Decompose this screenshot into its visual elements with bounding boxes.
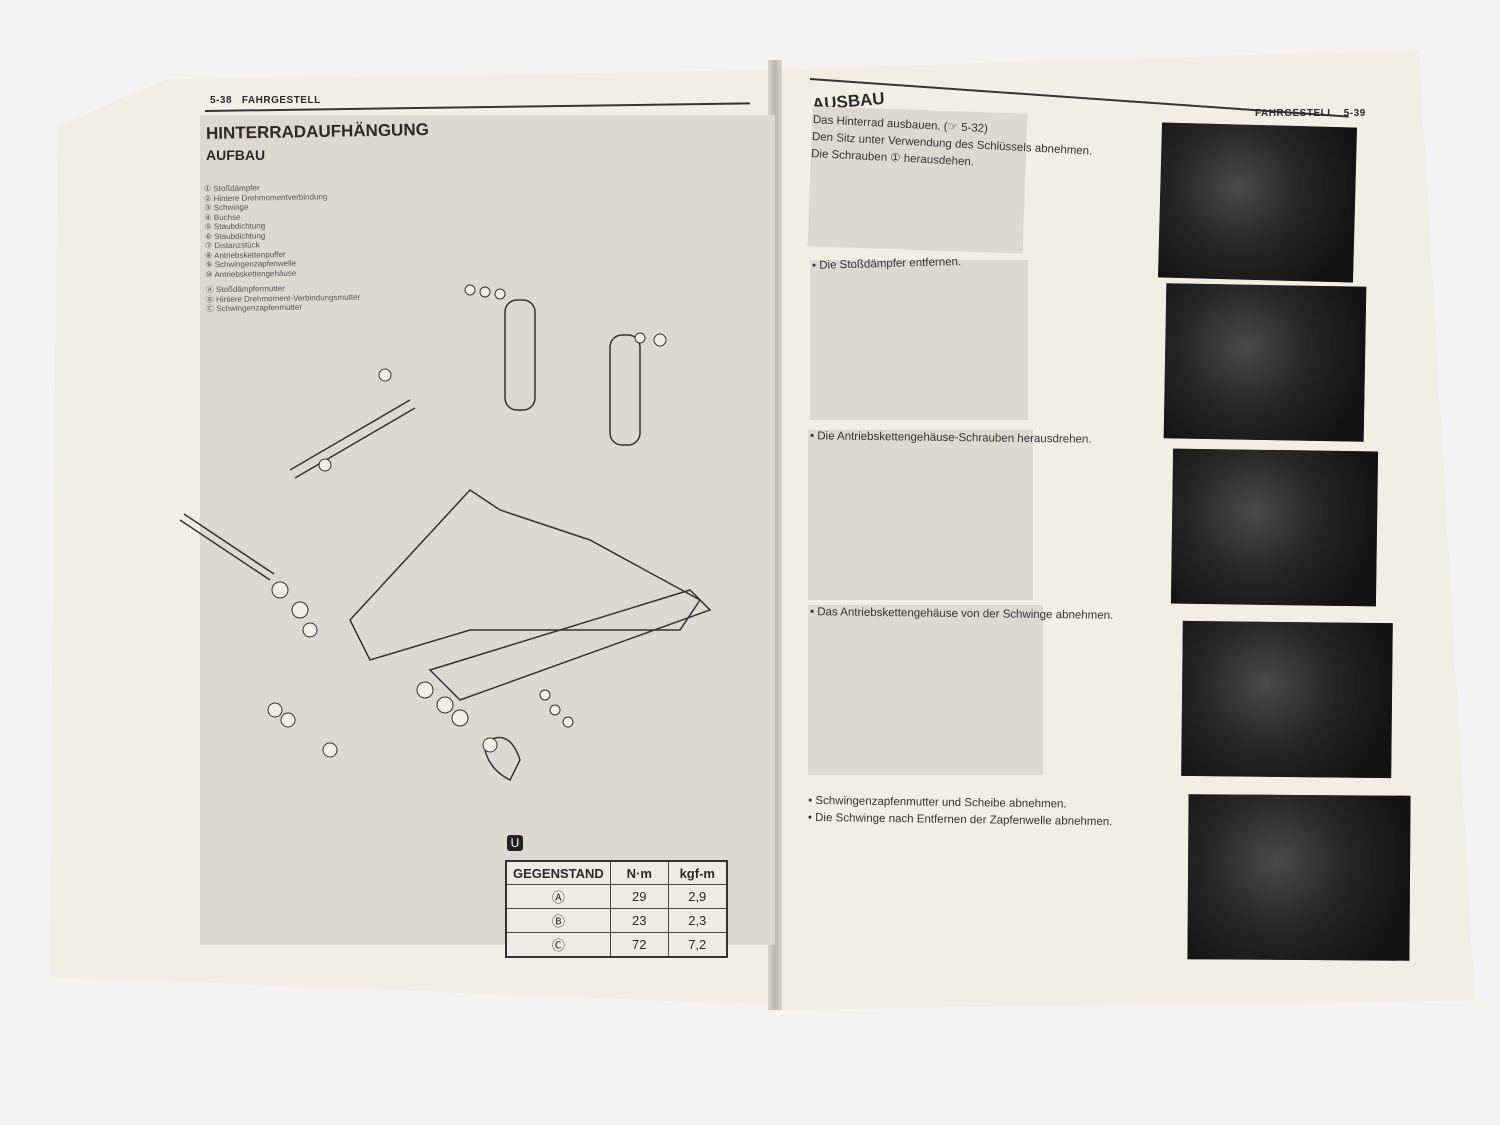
- photo-swingarm-pivot: [1187, 794, 1411, 961]
- table-row: Ⓒ 72 7,2: [505, 932, 728, 958]
- section-name: FAHRGESTELL: [1255, 108, 1334, 119]
- column-header: kgf-m: [667, 860, 728, 885]
- photo-seat-bolts: [1158, 122, 1357, 283]
- column-header: GEGENSTAND: [505, 860, 611, 885]
- column-header: N·m: [609, 860, 669, 885]
- photo-chain-case-removal: [1181, 620, 1393, 779]
- table-cell: Ⓒ: [505, 932, 611, 958]
- text-panel: [810, 260, 1028, 420]
- table-cell: 2,3: [667, 908, 728, 933]
- shock-absorber-left: [504, 299, 536, 411]
- text-panel: [808, 430, 1033, 600]
- photo-shock-absorbers: [1163, 283, 1367, 442]
- table-cell: Ⓐ: [505, 884, 611, 909]
- table-cell: 2,9: [667, 884, 728, 909]
- left-page-header: 5-38 FAHRGESTELL: [210, 95, 321, 106]
- table-cell: 29: [609, 884, 669, 909]
- table-cell: 72: [609, 932, 669, 958]
- photo-chain-case-bolts: [1170, 448, 1379, 607]
- table-row: Ⓐ 29 2,9: [505, 884, 728, 909]
- page-number: 5-38: [210, 95, 233, 106]
- table-cell: 23: [609, 908, 669, 933]
- step-group-5: • Schwingenzapfenmutter und Scheibe abne…: [807, 794, 1113, 829]
- step-text: Die Schwinge nach Entfernen der Zapfenwe…: [815, 811, 1113, 829]
- chain-buffer: [484, 736, 521, 782]
- table-cell: 7,2: [667, 932, 728, 958]
- table-cell: Ⓑ: [505, 908, 611, 933]
- table-row: Ⓑ 23 2,3: [505, 908, 728, 933]
- step-text: Schwingenzapfenmutter und Scheibe abnehm…: [815, 794, 1067, 811]
- section-name: FAHRGESTELL: [241, 95, 321, 106]
- shock-absorber-right: [609, 334, 641, 446]
- right-page-header: FAHRGESTELL 5-39: [1255, 108, 1366, 119]
- page-number: 5-39: [1343, 108, 1366, 119]
- torque-table: GEGENSTAND N·m kgf-m Ⓐ 29 2,9 Ⓑ 23 2,3 Ⓒ…: [505, 860, 728, 958]
- page-title: HINTERRADAUFHÄNGUNG: [205, 120, 430, 143]
- torque-link: [289, 399, 416, 479]
- swingarm: [349, 489, 702, 661]
- pivot-shaft: [179, 513, 275, 581]
- page-subtitle: AUFBAU: [206, 147, 266, 163]
- chain-case: [428, 589, 712, 701]
- diagram-panel: [200, 115, 775, 945]
- torque-wrench-icon: U: [507, 835, 523, 851]
- table-header-row: GEGENSTAND N·m kgf-m: [505, 860, 728, 885]
- text-panel: [808, 605, 1043, 775]
- exploded-diagram: [179, 284, 712, 782]
